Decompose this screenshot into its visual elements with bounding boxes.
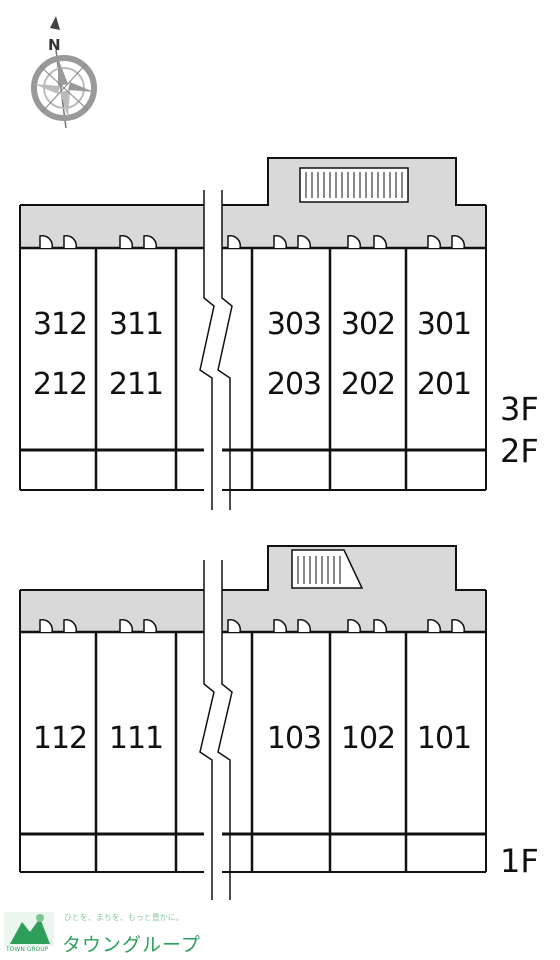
door-icon xyxy=(373,234,388,249)
door-icon xyxy=(63,618,78,633)
town-group-logo-icon xyxy=(4,912,54,946)
door-icon xyxy=(451,618,466,633)
door-icon xyxy=(63,234,78,249)
unit-number: 301 xyxy=(417,307,471,342)
door-icon xyxy=(227,618,242,633)
unit-number: 311 xyxy=(109,307,163,342)
unit-number: 103 xyxy=(267,721,321,756)
unit-number: 202 xyxy=(341,367,395,402)
unit-number: 203 xyxy=(267,367,321,402)
unit-number: 212 xyxy=(33,367,87,402)
door-icon xyxy=(427,618,442,633)
door-icon xyxy=(143,234,158,249)
door-icon xyxy=(39,618,54,633)
door-icon xyxy=(373,618,388,633)
compass-icon: N xyxy=(31,16,97,129)
door-icon xyxy=(273,618,288,633)
door-icon xyxy=(427,234,442,249)
door-icon xyxy=(39,234,54,249)
logo-text: TOWN GROUP xyxy=(6,946,49,953)
unit-number: 111 xyxy=(109,721,163,756)
north-arrow-icon xyxy=(50,16,60,30)
floor-label-3f: 3F xyxy=(500,390,539,428)
door-icon xyxy=(297,618,312,633)
door-icon xyxy=(273,234,288,249)
lower-floor-plan: 112 111 103 102 101 1F xyxy=(19,545,539,900)
door-icon xyxy=(143,618,158,633)
floor-label-2f: 2F xyxy=(500,432,539,470)
unit-number: 102 xyxy=(341,721,395,756)
door-icon xyxy=(227,234,242,249)
break-line-right xyxy=(217,190,233,510)
unit-number: 112 xyxy=(33,721,87,756)
floor-label-1f: 1F xyxy=(500,842,539,880)
door-icon xyxy=(297,234,312,249)
brand-name: タウングループ xyxy=(62,934,201,956)
break-line-right-1f xyxy=(217,560,233,900)
unit-number: 302 xyxy=(341,307,395,342)
upper-floor-plan: 312 311 303 302 301 212 211 203 202 201 3F 2F xyxy=(19,157,539,510)
unit-number: 101 xyxy=(417,721,471,756)
door-icon xyxy=(119,618,134,633)
door-icon xyxy=(347,234,362,249)
break-line-left-1f xyxy=(199,560,215,900)
break-line-left xyxy=(199,190,215,510)
unit-number: 312 xyxy=(33,307,87,342)
unit-number: 303 xyxy=(267,307,321,342)
unit-number: 211 xyxy=(109,367,163,402)
door-icon xyxy=(119,234,134,249)
door-icon xyxy=(451,234,466,249)
north-label: N xyxy=(48,36,61,54)
door-icon xyxy=(347,618,362,633)
brand-tagline: ひとを、まちを、もっと豊かに。 xyxy=(64,913,184,922)
unit-number: 201 xyxy=(417,367,471,402)
